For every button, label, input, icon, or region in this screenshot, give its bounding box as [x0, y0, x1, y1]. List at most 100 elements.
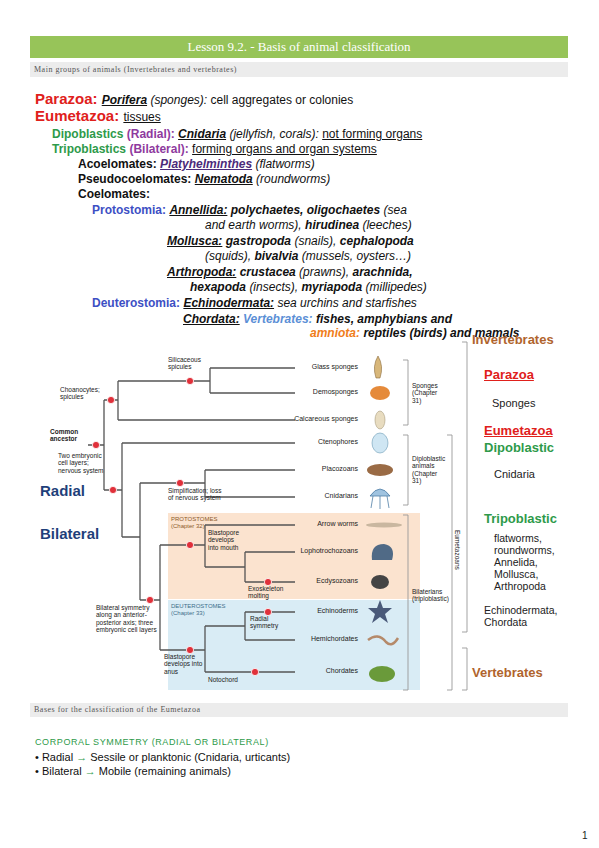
section-band: Bases for the classification of the Eume…: [30, 703, 568, 717]
label-box: Exoskeleton molting: [248, 585, 294, 600]
text-label: Bilateral symmetry along an anterior-pos…: [96, 604, 157, 633]
text-label: polychaetes, oligochaetes: [231, 203, 380, 217]
text-label: Echinodermata, Chordata: [484, 604, 558, 628]
text-label: Protostomia:: [92, 203, 166, 217]
character-dot: [146, 596, 153, 603]
text-label: Acoelomates:: [78, 157, 157, 171]
text-label: (sea: [384, 203, 407, 217]
text-label: Deuterostomia:: [92, 296, 180, 310]
text-label: Blastopore develops into mouth: [208, 529, 239, 551]
text-label: Placozoans: [322, 465, 358, 472]
text-label: →: [76, 751, 87, 763]
glass-sponge-icon: [374, 356, 381, 378]
text-label: Echinoderms: [317, 607, 358, 614]
text-label: Platyhelminthes: [160, 157, 252, 171]
label-box: Eumetazoa: [484, 424, 553, 439]
title-band: Lesson 9.2. - Basis of animal classifica…: [30, 36, 568, 58]
node-text: PROTOSTOMES (Chapter 32): [171, 516, 241, 530]
text-label: • Bilateral: [35, 765, 82, 777]
character-dot: [264, 608, 271, 615]
text-label: myriapoda: [301, 280, 362, 294]
label-box: flatworms, roundworms, Annelida, Mollusc…: [494, 532, 564, 592]
text-label: fishes, amphybians and: [316, 312, 452, 326]
text-label: Parazoa: [484, 367, 534, 382]
text-label: Demosponges: [313, 388, 358, 395]
text-label: (millipedes): [365, 280, 426, 294]
jellyfish-icon: [370, 489, 390, 509]
text-line: Chordata:Vertebrates:fishes, amphybians …: [183, 312, 455, 326]
text-label: Porifera: [102, 93, 147, 107]
label-box: Chordates: [278, 667, 358, 675]
text-label: (leeches): [362, 218, 411, 232]
text-label: Chordates: [326, 667, 358, 674]
text-line: Parazoa: Porifera(sponges): cell aggregate…: [35, 92, 357, 107]
text-line: Arthropoda: crustacea(prawns),arachnida,: [167, 265, 416, 279]
text-label: Ecdysozoans: [316, 577, 358, 584]
label-box: Sponges: [492, 397, 535, 410]
text-label: Annellida:: [169, 203, 227, 217]
text-label: Common ancestor: [50, 428, 78, 442]
label-box: Common ancestor: [50, 428, 90, 443]
text-label: CORPORAL SYMMETRY (RADIAL OR BILATERAL): [35, 737, 269, 747]
label-box: Cnidaria: [494, 468, 535, 481]
text-label: not forming organs: [322, 127, 422, 141]
text-label: Diploblastic animals (Chapter 31): [412, 455, 445, 484]
text-label: cell aggregates or colonies: [211, 93, 354, 107]
label-box: Eumetazoans: [454, 530, 461, 571]
text-line: Coelomates:: [78, 187, 153, 201]
label-box: Vertebrates: [472, 666, 543, 681]
text-label: Eumetazoa:: [35, 107, 119, 124]
text-label: Notochord: [208, 676, 238, 683]
text-label: (prawns),: [299, 265, 349, 279]
label-box: Bilateral: [40, 525, 99, 542]
text-label: crustacea: [240, 265, 296, 279]
text-label: Simplification; loss of nervous system: [168, 487, 221, 501]
text-label: (roundworms): [256, 172, 330, 186]
text-label: Pseudocoelomates:: [78, 172, 191, 186]
text-line: Eumetazoa: tissues: [35, 109, 164, 124]
text-label: Parazoa:: [35, 90, 98, 107]
character-dot: [186, 541, 193, 548]
text-label: Vertebrates:: [243, 312, 313, 326]
label-box: Diploblastic animals (Chapter 31): [412, 455, 448, 485]
text-label: (snails),: [294, 234, 336, 248]
text-label: Ctenophores: [318, 438, 358, 445]
text-label: bivalvia: [254, 249, 298, 263]
text-label: Arthropoda:: [167, 265, 236, 279]
text-label: (flatworms): [255, 157, 314, 171]
text-label: Tripoblastic: [484, 511, 557, 526]
text-label: tissues: [123, 110, 160, 124]
text-label: Echinodermata:: [183, 296, 274, 310]
text-label: Sessile or planktonic (Cnidaria, urtican…: [90, 751, 290, 763]
ctenophore-icon: [372, 433, 388, 453]
text-label: Cnidaria: [178, 127, 226, 141]
bracket: [447, 435, 452, 690]
label-box: Invertebrates: [472, 333, 554, 348]
character-dot: [92, 441, 99, 448]
text-label: Sponges (Chapter 31): [412, 382, 438, 404]
text-label: Blastopore develops into anus: [164, 653, 202, 675]
text-label: Mobile (remaining animals): [99, 765, 231, 777]
arrow-worm-icon: [366, 523, 402, 528]
text-label: Bilaterians (triploblastic): [412, 588, 449, 602]
text-label: Radial: [40, 482, 85, 499]
demosponge-icon: [370, 386, 390, 400]
text-label: (Radial):: [127, 127, 175, 141]
character-dot: [107, 396, 114, 403]
text-label: Calcareous sponges: [294, 415, 358, 422]
label-box: Simplification; loss of nervous system: [168, 487, 228, 502]
text-label: (Bilateral):: [129, 142, 188, 156]
bracket: [403, 360, 408, 425]
character-dot: [109, 486, 116, 493]
title-text: Lesson 9.2. - Basis of animal classifica…: [187, 39, 410, 54]
text-label: Cnidaria: [494, 468, 535, 480]
frog-icon: [369, 666, 395, 682]
text-label: Chordata:: [183, 312, 240, 326]
text-label: hirudinea: [305, 218, 359, 232]
text-label: →: [85, 765, 96, 777]
text-label: (sponges):: [150, 93, 207, 107]
text-label: arachnida,: [352, 265, 412, 279]
text-label: Eumetazoans: [454, 530, 461, 570]
label-box: Echinoderms: [278, 607, 358, 615]
text-label: amniota:: [310, 326, 360, 340]
